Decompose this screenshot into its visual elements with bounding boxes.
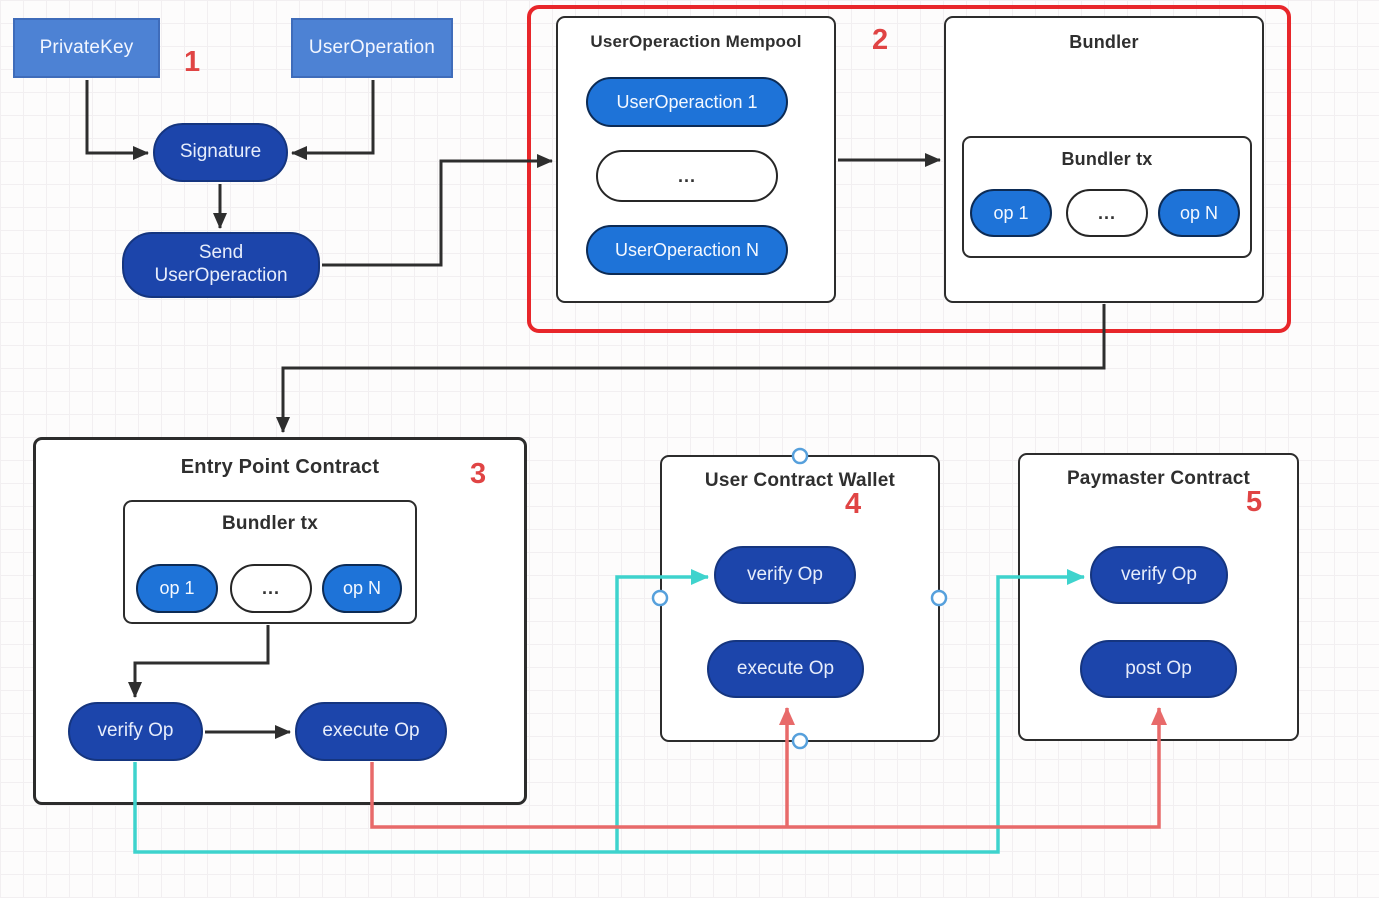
paymaster-post-op-node[interactable]: post Op: [1080, 640, 1237, 698]
mempool-item-dots-label: ...: [677, 165, 696, 186]
bundler-tx-title: Bundler tx: [1061, 149, 1153, 169]
useroperation-label: UserOperation: [308, 37, 436, 58]
mempool-item-n[interactable]: UserOperaction N: [586, 225, 788, 275]
entry-point-op-n[interactable]: op N: [322, 564, 402, 613]
send-useroperation-node[interactable]: Send UserOperaction: [122, 232, 320, 298]
privatekey-box[interactable]: PrivateKey: [13, 18, 160, 78]
stage-number-4: 4: [845, 488, 862, 520]
paymaster-verify-op-label: verify Op: [1120, 563, 1198, 585]
entry-point-execute-op-label: execute Op: [322, 720, 420, 742]
mempool-item-dots[interactable]: ...: [596, 150, 778, 202]
mempool-title: UserOperaction Mempool: [590, 32, 802, 51]
signature-label: Signature: [179, 141, 262, 163]
entry-point-op-1-label: op 1: [159, 578, 195, 598]
entry-point-execute-op-node[interactable]: execute Op: [295, 702, 447, 761]
stage-number-1: 1: [184, 46, 201, 78]
connector-useroperation-to-signature[interactable]: [291, 80, 375, 160]
bundler-title: Bundler: [1069, 32, 1139, 52]
bundler-op-n-label: op N: [1179, 202, 1219, 223]
entry-point-op-dots[interactable]: ...: [230, 564, 312, 613]
bundler-op-1[interactable]: op 1: [970, 189, 1052, 237]
wallet-verify-op-node[interactable]: verify Op: [714, 546, 856, 604]
entry-point-op-1[interactable]: op 1: [136, 564, 218, 613]
signature-node[interactable]: Signature: [153, 123, 288, 182]
paymaster-title: Paymaster Contract: [1066, 468, 1251, 489]
connector-send-to-mempool[interactable]: [322, 154, 553, 267]
bundler-op-1-label: op 1: [993, 202, 1029, 223]
wallet-execute-op-label: execute Op: [736, 657, 835, 679]
privatekey-label: PrivateKey: [39, 37, 134, 58]
wallet-verify-op-label: verify Op: [746, 563, 824, 585]
stage-number-5: 5: [1246, 486, 1263, 518]
paymaster-post-op-label: post Op: [1125, 657, 1192, 679]
useroperation-box[interactable]: UserOperation: [291, 18, 453, 78]
entry-point-op-n-label: op N: [342, 578, 382, 598]
bundler-op-dots-label: ...: [1097, 202, 1116, 223]
mempool-item-1-label: UserOperaction 1: [616, 91, 758, 112]
send-useroperation-label: Send UserOperaction: [154, 242, 288, 286]
bundler-op-dots[interactable]: ...: [1066, 189, 1148, 237]
entry-point-title: Entry Point Contract: [180, 456, 380, 478]
paymaster-verify-op-node[interactable]: verify Op: [1090, 546, 1228, 604]
stage-number-3: 3: [470, 458, 487, 490]
connector-privatekey-to-signature[interactable]: [85, 80, 149, 160]
wallet-execute-op-node[interactable]: execute Op: [707, 640, 864, 698]
mempool-item-1[interactable]: UserOperaction 1: [586, 77, 788, 127]
entry-point-bundler-tx-title: Bundler tx: [222, 513, 318, 534]
user-contract-wallet-title: User Contract Wallet: [704, 470, 896, 491]
entry-point-verify-op-label: verify Op: [97, 720, 174, 742]
entry-point-op-dots-label: ...: [261, 578, 280, 598]
bundler-op-n[interactable]: op N: [1158, 189, 1240, 237]
entry-point-verify-op-node[interactable]: verify Op: [68, 702, 203, 761]
stage-number-2: 2: [872, 24, 889, 56]
mempool-item-n-label: UserOperaction N: [614, 239, 760, 260]
